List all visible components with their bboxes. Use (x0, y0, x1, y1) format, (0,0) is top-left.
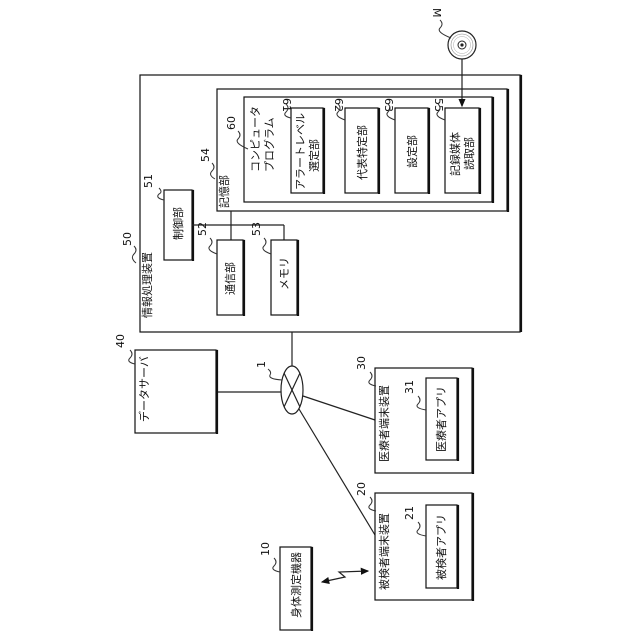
subject-terminal: 被検者端末装置 20 被検者アプリ 21 (355, 482, 473, 601)
setting-unit-label: 設定部 (405, 135, 419, 168)
medical-app-label: 医療者アプリ (434, 386, 448, 452)
ref-40: 40 (114, 334, 127, 348)
ref-M: M (430, 8, 443, 18)
wireless-link-icon (322, 571, 368, 582)
ref-21: 21 (403, 506, 416, 520)
network: 1 (216, 332, 375, 535)
ref-30: 30 (355, 356, 368, 370)
data-server-label: データサーバ (137, 356, 151, 422)
link-subject-terminal (299, 409, 375, 535)
media-reader-label-line2: 読取部 (462, 137, 476, 170)
storage-unit-label: 記憶部 (217, 175, 231, 208)
ref-50-leader (132, 246, 136, 263)
subject-app-label: 被検者アプリ (434, 514, 448, 580)
ref-20: 20 (355, 482, 368, 496)
subject-terminal-label: 被検者端末装置 (377, 513, 391, 590)
ref-50: 50 (121, 232, 134, 246)
ref-51: 51 (142, 174, 155, 188)
ref-1-leader (268, 369, 282, 380)
communication-unit-label: 通信部 (223, 262, 237, 295)
ref-60: 60 (225, 116, 238, 130)
body-measurement-device: 身体測定機器 10 (259, 542, 368, 631)
memory-label: メモリ (278, 257, 291, 290)
computer-program-label-line2: プログラム (262, 117, 276, 172)
link-medical-terminal (303, 396, 375, 420)
ref-31: 31 (403, 380, 416, 394)
ref-54: 54 (199, 148, 212, 162)
ref-53: 53 (250, 222, 263, 236)
ref-1: 1 (255, 361, 268, 368)
ref-40-leader (129, 350, 135, 364)
ref-10: 10 (259, 542, 272, 556)
ref-10-leader (273, 558, 280, 572)
ref-52: 52 (196, 222, 209, 236)
representative-identification-label: 代表特定部 (355, 125, 369, 180)
data-server: データサーバ 40 (114, 334, 217, 434)
media-reader-label-line1: 記録媒体 (448, 132, 462, 176)
medical-terminal-label: 医療者端末装置 (377, 385, 391, 462)
control-unit-label: 制御部 (171, 207, 185, 240)
medical-terminal: 医療者端末装置 30 医療者アプリ 31 (355, 356, 473, 474)
alert-level-selection-label-line2: 選定部 (307, 139, 321, 172)
ref-M-leader (439, 20, 451, 38)
computer-program-label-line1: コンピュータ (249, 106, 262, 172)
alert-level-selection-label-line1: アラートレベル (294, 113, 307, 190)
info-processing-device-label: 情報処理装置 (141, 252, 154, 318)
body-measurement-device-label: 身体測定機器 (289, 552, 303, 618)
